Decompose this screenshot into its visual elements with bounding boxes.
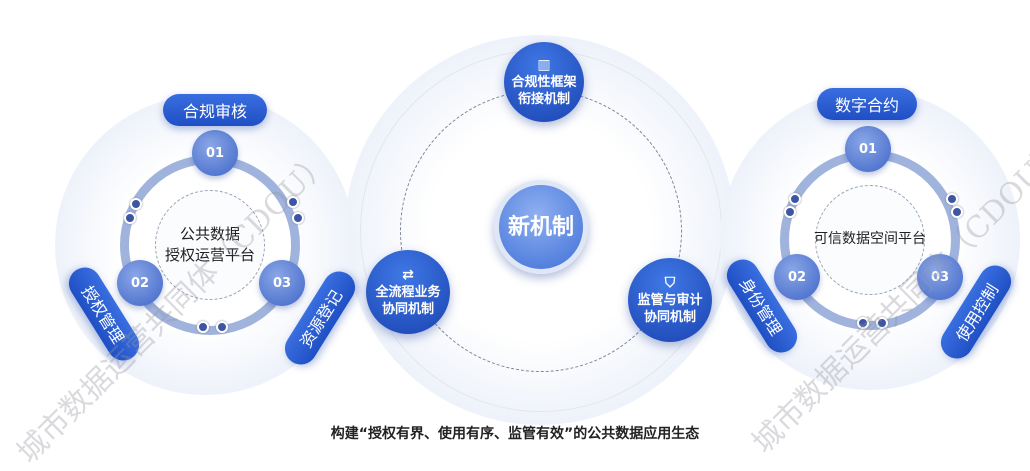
left-step-01: 01 [192,130,238,176]
connector-dot [216,321,228,333]
right-step-02: 02 [774,254,820,300]
flow-icon: ⇄ [402,266,414,283]
node-full-process-collaboration: ⇄ 全流程业务 协同机制 [366,250,450,334]
left-step-03: 03 [259,260,305,306]
left-title-line-2: 授权运营平台 [164,246,255,264]
center-hub-title: 新机制 [507,214,574,240]
node-line: 监管与审计 [637,292,703,308]
connector-dot [876,317,888,329]
left-step-02: 02 [117,260,163,306]
shield-check-icon: ⛉ [664,274,676,291]
connector-dot [124,212,136,224]
node-line: 协同机制 [643,309,696,325]
right-step-01: 01 [845,126,891,172]
left-platform-title: 公共数据 授权运营平台 [150,224,270,266]
connector-dot [197,321,209,333]
node-line: 全流程业务 [375,284,441,300]
right-platform-title: 可信数据空间平台 [814,231,926,247]
pill-digital-contract: 数字合约 [817,88,917,120]
connector-dot [951,206,963,218]
node-line: 合规性框架 [511,74,577,90]
pill-compliance-review: 合规审核 [163,94,267,126]
connector-dot [287,196,299,208]
connector-dot [292,212,304,224]
node-compliance-framework: ▥ 合规性框架 衔接机制 [504,42,584,122]
connector-dot [784,206,796,218]
books-icon: ▥ [537,56,551,73]
left-title-line-1: 公共数据 [179,225,240,243]
caption: 构建“授权有界、使用有序、监管有效”的公共数据应用生态 [330,426,700,442]
node-supervision-audit: ⛉ 监管与审计 协同机制 [628,258,712,342]
right-inner-circle [815,185,925,295]
node-line: 衔接机制 [517,91,570,107]
connector-dot [946,193,958,205]
connector-dot [789,193,801,205]
connector-dot [130,198,142,210]
connector-dot [857,317,869,329]
right-step-03: 03 [917,254,963,300]
center-hub: 新机制 [494,180,588,274]
node-line: 协同机制 [381,301,434,317]
left-inner-circle [155,190,265,300]
